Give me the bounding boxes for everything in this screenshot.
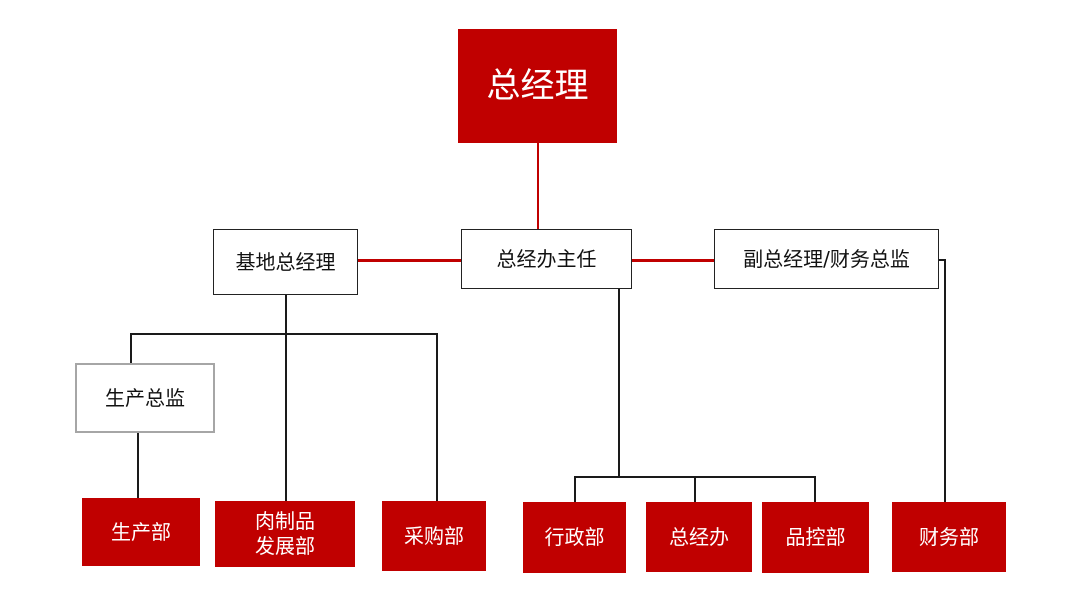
connector-ceo-to-office [537,142,539,230]
node-production-dept: 生产部 [82,498,200,566]
node-meat-dev-line1: 肉制品 [255,509,315,533]
connector-deputy-down [944,259,946,502]
node-qc-dept: 品控部 [762,502,869,573]
connector-director-to-production [137,433,139,498]
node-gm-office-label: 总经办 [669,524,729,549]
node-ceo: 总经理 [458,29,617,143]
node-admin-dept-label: 行政部 [544,525,605,549]
connector-office-to-deputy [632,259,714,262]
node-production-dept-label: 生产部 [111,519,171,544]
node-office-director: 总经办主任 [461,229,632,289]
node-base-gm-label: 基地总经理 [235,249,336,274]
node-deputy-gm-cfo-label: 副总经理/财务总监 [743,246,910,271]
connector-to-qc [814,476,816,502]
node-purchasing-dept: 采购部 [382,501,486,571]
connector-to-gm-office [694,476,696,502]
node-ceo-label: 总经理 [486,65,589,106]
connector-base-gm-down [285,295,287,501]
node-qc-dept-label: 品控部 [785,525,846,549]
node-finance-dept-label: 财务部 [919,524,979,549]
node-meat-dev-line2: 发展部 [255,534,315,558]
connector-to-admin [574,476,576,502]
connector-base-gm-to-office [358,259,461,262]
node-production-director: 生产总监 [75,363,215,433]
connector-deputy-right [938,259,946,261]
node-deputy-gm-cfo: 副总经理/财务总监 [714,229,939,289]
connector-office-down [618,289,620,477]
node-office-director-label: 总经办主任 [496,246,597,271]
node-meat-products-dev-dept: 肉制品 发展部 [215,501,355,567]
connector-to-production-director [130,333,132,363]
node-base-gm: 基地总经理 [213,229,358,295]
connector-to-purchasing [436,333,438,501]
node-finance-dept: 财务部 [892,502,1006,572]
connector-base-gm-bus [130,333,438,335]
node-meat-products-dev-dept-text: 肉制品 发展部 [255,509,315,559]
node-gm-office: 总经办 [646,502,752,572]
node-purchasing-dept-label: 采购部 [404,523,464,548]
node-admin-dept: 行政部 [523,502,626,573]
node-production-director-label: 生产总监 [105,385,185,410]
